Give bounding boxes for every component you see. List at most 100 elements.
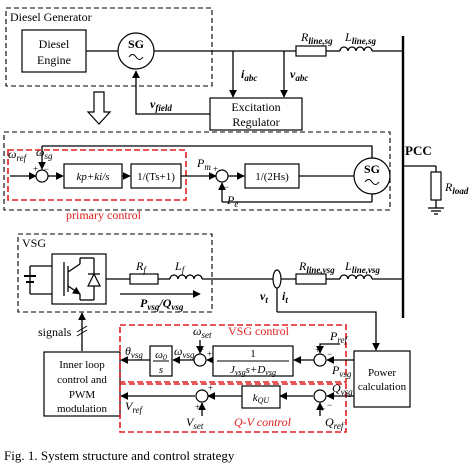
- diesel-label: Diesel: [39, 37, 70, 51]
- diesel-generator-frame: [5, 7, 213, 87]
- expand-arrow-icon: [86, 91, 112, 125]
- l-line-sg-inductor: [339, 46, 373, 52]
- sum-junction-q: [313, 389, 327, 403]
- pcc-label: PCC: [405, 143, 432, 158]
- sum-junction-v: [195, 389, 209, 403]
- primary-control-label: primary control: [66, 208, 142, 222]
- pi-controller-block: [63, 163, 123, 189]
- omega-set-label: ωset: [193, 324, 212, 340]
- measurement-line: [277, 311, 380, 351]
- igbt-collector: [67, 263, 81, 273]
- qv-control-label: Q-V control: [234, 415, 292, 429]
- plus-sign-8: +: [195, 402, 200, 412]
- swing-denominator: Jvsgs+Dvsg: [230, 364, 276, 377]
- r-line-sg-resistor: [295, 45, 327, 57]
- regulator-label: Regulator: [232, 115, 279, 129]
- plus-sign-2: +: [213, 164, 218, 174]
- r-f-resistor: [129, 273, 159, 285]
- p-m-label: Pm: [196, 156, 211, 172]
- diesel-generator-label: Diesel Generator: [10, 10, 92, 24]
- i-abc-label: iabc: [241, 67, 257, 83]
- bus-tick-1: [76, 325, 88, 333]
- sg-label-top: SG: [128, 37, 144, 51]
- v-ref-label: Vref: [125, 399, 144, 415]
- vsg-frame: [17, 233, 213, 313]
- omega-vsg-label: ωvsg: [174, 344, 195, 360]
- v-t-label: vt: [260, 289, 268, 305]
- bus-tick-2: [76, 329, 88, 337]
- l-f-inductor: [169, 274, 203, 280]
- minus-sign-3: −: [327, 349, 332, 359]
- plus-sign: +: [33, 164, 38, 174]
- inner-loop-label-3: PWM: [69, 389, 96, 401]
- vsg-control-frame: [119, 324, 347, 383]
- r-load-label: Rload: [444, 180, 469, 196]
- v-abc-label: vabc: [290, 67, 308, 83]
- vsg-control-label: VSG control: [228, 324, 290, 338]
- excitation-regulator-box: [209, 97, 303, 131]
- pq-vsg-label: Pvsg/Qvsg: [140, 296, 184, 312]
- current-sensor-icon: [272, 269, 282, 289]
- i-t-label: it: [282, 289, 288, 305]
- sum-junction-omega: [193, 353, 207, 367]
- plus-sign-5: +: [315, 345, 320, 355]
- inertia-block: [244, 163, 300, 189]
- sum-junction-p: [313, 353, 327, 367]
- theta-vsg-label: θvsg: [125, 344, 143, 360]
- l-f-label: Lf: [174, 259, 186, 275]
- k-qu-block: [241, 385, 281, 409]
- inner-loop-label-2: control and: [57, 374, 107, 386]
- q-ref-label: Qref: [325, 415, 345, 431]
- r-load-resistor: [430, 171, 442, 201]
- r-line-sg-label: Rline,sg: [300, 30, 333, 46]
- p-e-label: Pe: [226, 193, 238, 209]
- plus-sign-6: +: [320, 404, 325, 414]
- v-field-arrow: [132, 70, 210, 115]
- diode-icon: [87, 272, 101, 287]
- plus-sign-7: +: [208, 383, 213, 393]
- v-field-label: vfield: [150, 97, 172, 113]
- p-ref-arrow: [316, 343, 340, 354]
- omega-ref-label: ωref: [8, 147, 28, 163]
- igbt-emitter: [67, 285, 81, 295]
- plus-sign-4: +: [207, 349, 212, 359]
- power-calc-label-1: Power: [368, 367, 396, 379]
- power-calculation-box: [353, 350, 411, 408]
- s-label: s: [159, 364, 163, 376]
- power-calc-label-2: calculation: [358, 381, 407, 393]
- inverter-box: [51, 253, 107, 305]
- p-ref-label: Pref: [329, 329, 349, 345]
- omega-sg-label: ωsg: [36, 145, 53, 161]
- sg-wave-top: [128, 54, 144, 60]
- figure-caption: Fig. 1. System structure and control str…: [4, 448, 235, 463]
- l-line-vsg-label: Lline,vsg: [344, 259, 380, 275]
- lag-block: [130, 163, 182, 189]
- minus-sign-2: −: [224, 182, 229, 192]
- inner-loop-label-1: Inner loop: [59, 359, 105, 371]
- minus-sign: −: [44, 164, 49, 174]
- r-f-label: Rf: [135, 259, 147, 275]
- r-line-vsg-resistor: [295, 273, 327, 285]
- v-set-label: Vset: [186, 415, 204, 431]
- l-line-vsg-inductor: [339, 274, 373, 280]
- excitation-label: Excitation: [231, 100, 280, 114]
- p-vsg-label: Pvsg: [331, 363, 352, 379]
- qv-control-frame: [119, 383, 347, 433]
- l-line-sg-label: Lline,sg: [344, 30, 376, 46]
- vsg-label: VSG: [22, 236, 46, 250]
- pi-block-label: kp+ki/s: [76, 171, 109, 183]
- inner-loop-label-4: modulation: [57, 403, 108, 415]
- one-label: 1: [250, 348, 256, 360]
- q-vsg-label: Qvsg: [332, 381, 353, 397]
- primary-control-frame: [7, 149, 187, 201]
- sg-wave-gov: [364, 179, 380, 185]
- engine-label: Engine: [37, 53, 71, 67]
- r-line-vsg-label: Rline,vsg: [298, 259, 335, 275]
- sg-label-gov: SG: [364, 162, 380, 176]
- lag-block-label: 1/(Ts+1): [137, 171, 175, 183]
- minus-sign-4: −: [327, 400, 332, 410]
- governor-frame: [3, 131, 391, 211]
- omega0-label: ω0: [155, 349, 167, 362]
